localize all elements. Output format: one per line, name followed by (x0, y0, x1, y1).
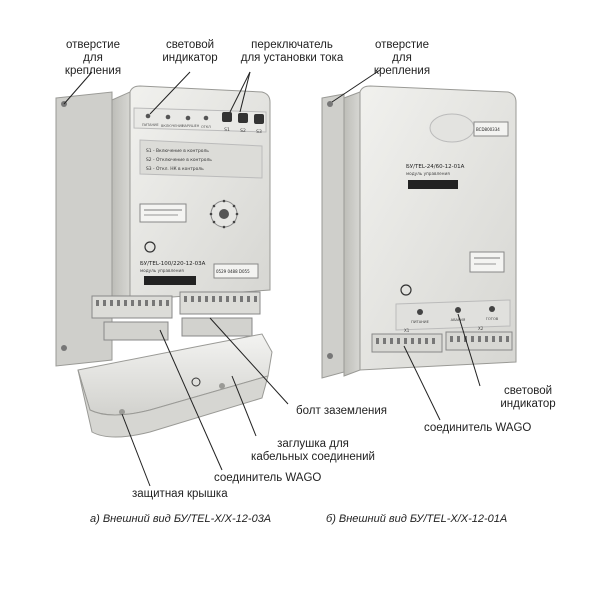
device-b-led-label: ГОТОВ (486, 317, 499, 321)
device-b-serial: BCD800334 (476, 127, 500, 132)
device-a-warning (139, 203, 187, 223)
leader-light-indicator-top (149, 71, 191, 115)
device-a-led-label: НАРУШЕН (182, 124, 200, 128)
device-b-led-label: ПИТАНИЕ (411, 320, 429, 324)
label-wago-left: соединитель WAGO (214, 472, 322, 484)
device-a-terminal[interactable] (91, 295, 173, 319)
device-b-logo (400, 284, 412, 296)
device-a-terminal[interactable] (103, 321, 169, 341)
device-b-barcode (408, 180, 458, 189)
leader-cable-plug (231, 375, 257, 437)
device-a: S1 S2 S3 ПИТАНИЕ ВКЛЮЧЕНИЕ НАРУШЕН ОТКЛ … (55, 85, 273, 438)
leader-switch-2 (229, 71, 251, 113)
leader-ground-bolt (209, 317, 289, 405)
device-a-serial: 0529 0488 D055 (216, 269, 250, 274)
device-b-mount-hole (327, 101, 333, 107)
device-a-sw-label: S3 (256, 129, 262, 135)
device-a-led-label: ПИТАНИЕ (142, 123, 159, 127)
device-b-terminal-label: X1 (404, 328, 410, 333)
label-mount-hole-left: отверстие для крепления (64, 39, 122, 77)
device-a-terminal[interactable] (179, 291, 261, 315)
device-a-front (129, 85, 271, 301)
label-mount-hole-right: отверстие для крепления (373, 39, 431, 77)
device-b-led (489, 306, 495, 312)
terminal-pins (96, 296, 257, 306)
device-b-mount-plate (321, 93, 345, 379)
device-a-top-strip (133, 107, 267, 133)
leader-mount-hole-right (331, 69, 381, 103)
device-a-instructions (139, 139, 263, 179)
device-b-side (343, 91, 361, 377)
device-a-sw-label: S2 (240, 128, 246, 134)
device-a-side (111, 91, 131, 305)
label-current-switch: переключатель для установки тока (240, 39, 344, 64)
device-a-switch[interactable] (238, 113, 248, 123)
device-a-mount-hole-bottom (61, 345, 67, 351)
caption-a: а) Внешний вид БУ/TEL-X/X-12-03A (90, 513, 272, 525)
device-a-led (185, 115, 191, 121)
device-a-led (203, 115, 209, 121)
device-a-led-label: ОТКЛ (201, 125, 211, 129)
device-a-line1: S1 - Включение в контроль (146, 148, 209, 154)
device-a-switch[interactable] (254, 114, 264, 124)
device-a-logo (144, 241, 156, 253)
device-a-rotary-dial[interactable] (209, 199, 239, 229)
device-a-led (145, 113, 151, 119)
device-a-sw-label: S1 (224, 127, 230, 133)
label-cover: защитная крышка (132, 488, 228, 500)
label-wago-right: соединитель WAGO (424, 422, 532, 434)
device-b-led-strip (395, 299, 511, 331)
label-ground-bolt: болт заземления (296, 405, 387, 417)
leader-lines (63, 69, 481, 487)
device-b-mount-hole-bottom (327, 353, 333, 359)
device-a-led (165, 114, 171, 120)
device-a-line2: S2 - Отключение в контроль (146, 157, 212, 163)
device-a-cover-screw (119, 409, 125, 415)
device-a-serial-box (213, 263, 259, 279)
device-a-switch[interactable] (222, 112, 232, 122)
device-a-cover-front (77, 369, 269, 438)
device-b-led (417, 309, 423, 315)
device-a-led-label: ВКЛЮЧЕНИЕ (161, 124, 184, 128)
device-a-cover-logo (191, 377, 201, 387)
device-b-warning (469, 251, 505, 273)
device-b-serial-box (473, 121, 509, 137)
device-b-led (455, 307, 461, 313)
device-b-model: БУ/TEL-24/60-12-01А (406, 164, 465, 170)
device-b-terminal-label: X2 (478, 326, 484, 331)
leader-cover (121, 413, 151, 487)
device-b-round-panel (429, 113, 475, 143)
caption-b: б) Внешний вид БУ/TEL-X/X-12-01A (326, 513, 508, 525)
label-light-indicator-top: световой индикатор (162, 39, 218, 64)
device-a-model: БУ/TEL-100/220-12-03А (140, 261, 206, 267)
device-b-led-label: АВАРИЯ (451, 318, 466, 322)
device-a-module: модуль управления (140, 268, 184, 273)
device-a-terminal[interactable] (181, 317, 253, 337)
device-b: BCD800334 БУ/TEL-24/60-12-01А модуль упр… (321, 85, 517, 379)
leader-wago-left (159, 329, 223, 471)
leader-light-indicator-right (457, 313, 481, 387)
device-b-module: модуль управления (406, 171, 450, 176)
device-a-barcode (144, 276, 196, 285)
label-light-indicator-right: световой индикатор (500, 385, 556, 410)
device-a-line3: S3 - Откл. НК в контроль (146, 166, 204, 172)
device-b-front (359, 85, 517, 371)
label-cable-plug: заглушка для кабельных соединений (251, 438, 375, 463)
leader-switch (239, 71, 251, 113)
device-a-cover-screw (219, 383, 225, 389)
leader-mount-hole-left (63, 71, 93, 105)
leader-wago-right (403, 345, 441, 421)
